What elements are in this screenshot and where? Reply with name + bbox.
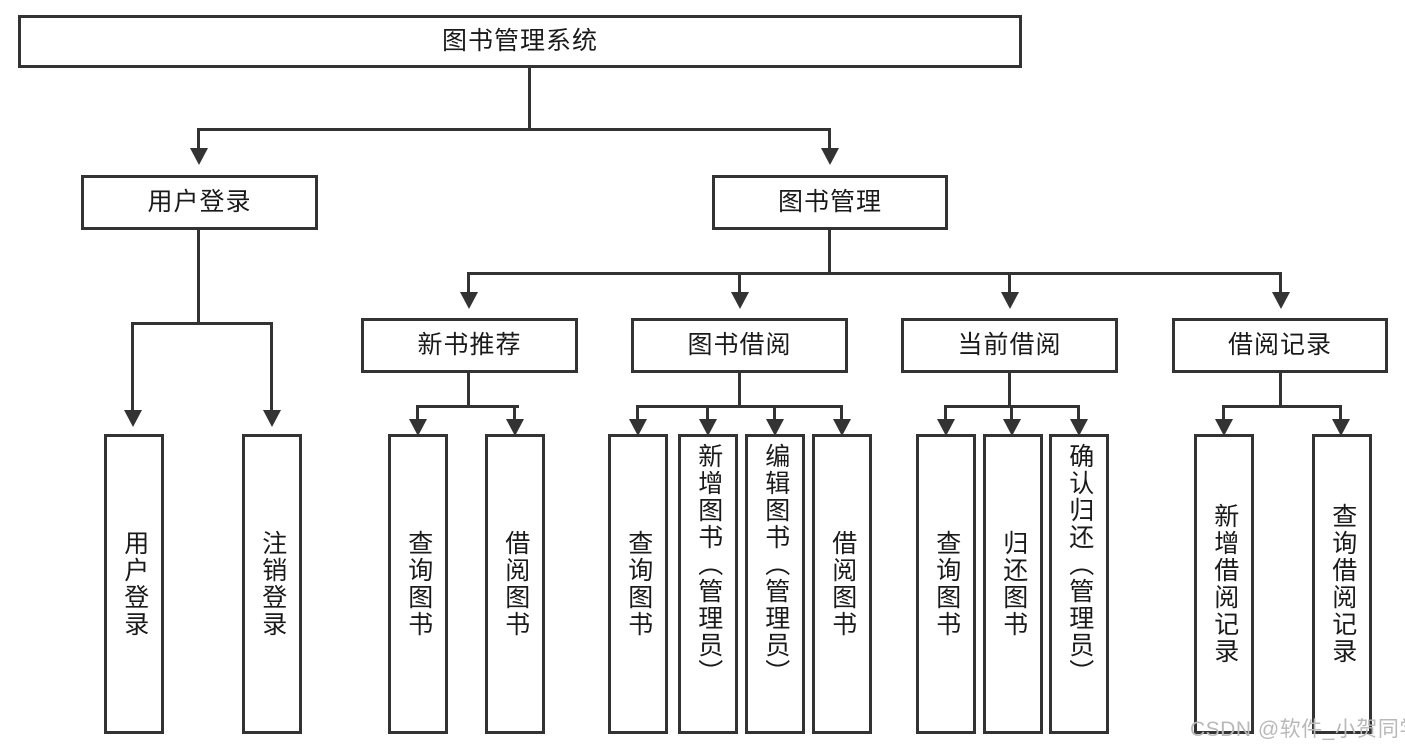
connector-borrow-bar (636, 405, 842, 408)
connector-recommend-stem (467, 373, 470, 405)
node-label: 查询图书 (932, 530, 961, 638)
node-label: 新增图书（管理员） (694, 443, 723, 686)
node-label: 借阅记录 (1227, 331, 1332, 359)
arrow-to-current-borrow (1001, 292, 1019, 309)
node-label: 查询图书 (624, 530, 653, 638)
connector-records-bar (1222, 405, 1341, 408)
node-book-management[interactable]: 图书管理 (712, 175, 948, 230)
connector-records-drop-2 (1339, 405, 1342, 419)
node-label: 图书借阅 (687, 331, 792, 359)
leaf-query-book-recommend[interactable]: 查询图书 (388, 434, 448, 734)
arrow-to-leaf-logout (263, 410, 281, 427)
connector-level3-drop-4 (1279, 272, 1282, 292)
node-label: 用户登录 (147, 188, 252, 216)
leaf-borrow-book-borrow[interactable]: 借阅图书 (812, 434, 872, 734)
connector-user-login-drop-1 (131, 322, 134, 410)
connector-recommend-drop-2 (513, 405, 516, 419)
connector-borrow-drop-2 (706, 405, 709, 419)
arrow-to-leaf-edit-book (766, 419, 784, 436)
arrow-to-borrow-records (1272, 292, 1290, 309)
leaf-edit-book-admin[interactable]: 编辑图书（管理员） (745, 434, 805, 734)
leaf-user-login[interactable]: 用户登录 (104, 434, 164, 734)
node-label: 查询图书 (404, 530, 433, 638)
connector-root-drop-left (197, 128, 200, 148)
arrow-to-leaf-query-book-2 (629, 419, 647, 436)
node-current-borrow[interactable]: 当前借阅 (901, 318, 1118, 373)
node-label: 新增借阅记录 (1210, 503, 1239, 665)
arrow-to-leaf-borrow-book-2 (833, 419, 851, 436)
connector-root-stem (528, 68, 531, 128)
node-label: 借阅图书 (828, 530, 857, 638)
node-label: 归还图书 (999, 530, 1028, 638)
connector-current-drop-1 (944, 405, 947, 419)
connector-user-login-stem (197, 230, 200, 322)
connector-current-stem (1008, 373, 1011, 405)
node-book-borrow[interactable]: 图书借阅 (631, 318, 848, 373)
connector-borrow-drop-3 (773, 405, 776, 419)
connector-user-login-bar (131, 322, 273, 325)
leaf-add-book-admin[interactable]: 新增图书（管理员） (678, 434, 738, 734)
connector-borrow-drop-1 (636, 405, 639, 419)
arrow-to-leaf-query-book-3 (937, 419, 955, 436)
arrow-to-leaf-query-book-1 (409, 419, 427, 436)
connector-root-bar (197, 128, 831, 131)
arrow-to-leaf-query-record (1332, 419, 1350, 436)
arrow-to-leaf-confirm-return (1070, 419, 1088, 436)
connector-records-stem (1279, 373, 1282, 405)
arrow-to-leaf-return-book (1003, 419, 1021, 436)
arrow-to-leaf-user-login (124, 410, 142, 427)
connector-book-management-stem (828, 230, 831, 272)
node-label: 编辑图书（管理员） (761, 443, 790, 686)
arrow-to-new-book-recommend (460, 292, 478, 309)
node-label: 注销登录 (258, 530, 287, 638)
node-label: 用户登录 (120, 530, 149, 638)
connector-root-drop-right (828, 128, 831, 148)
node-borrow-records[interactable]: 借阅记录 (1172, 318, 1388, 373)
connector-records-drop-1 (1222, 405, 1225, 419)
leaf-return-book[interactable]: 归还图书 (983, 434, 1043, 734)
node-label: 新书推荐 (417, 331, 522, 359)
node-root-book-management-system[interactable]: 图书管理系统 (18, 15, 1022, 68)
node-new-book-recommend[interactable]: 新书推荐 (361, 318, 578, 373)
node-label: 借阅图书 (501, 530, 530, 638)
arrow-to-leaf-add-record (1215, 419, 1233, 436)
arrow-to-leaf-add-book (699, 419, 717, 436)
connector-level3-bar (467, 272, 1282, 275)
connector-borrow-stem (738, 373, 741, 405)
connector-current-drop-2 (1010, 405, 1013, 419)
node-label: 查询借阅记录 (1328, 503, 1357, 665)
node-label: 当前借阅 (957, 331, 1062, 359)
leaf-query-book-borrow[interactable]: 查询图书 (608, 434, 668, 734)
connector-recommend-drop-1 (416, 405, 419, 419)
connector-recommend-bar (416, 405, 519, 408)
leaf-logout[interactable]: 注销登录 (242, 434, 302, 734)
connector-current-drop-3 (1077, 405, 1080, 419)
leaf-confirm-return-admin[interactable]: 确认归还（管理员） (1049, 434, 1109, 734)
node-label: 图书管理 (777, 188, 882, 216)
node-label: 确认归还（管理员） (1065, 443, 1094, 686)
connector-level3-drop-1 (467, 272, 470, 292)
arrow-to-book-borrow (731, 292, 749, 309)
connector-level3-drop-3 (1008, 272, 1011, 292)
connector-borrow-drop-4 (840, 405, 843, 419)
node-user-login[interactable]: 用户登录 (81, 175, 318, 230)
leaf-query-borrow-record[interactable]: 查询借阅记录 (1312, 434, 1372, 734)
arrow-to-book-management (821, 148, 839, 165)
connector-user-login-drop-2 (270, 322, 273, 410)
leaf-add-borrow-record[interactable]: 新增借阅记录 (1194, 434, 1254, 734)
arrow-to-leaf-borrow-book-1 (506, 419, 524, 436)
node-label: 图书管理系统 (441, 27, 598, 55)
connector-level3-drop-2 (738, 272, 741, 292)
leaf-borrow-book-recommend[interactable]: 借阅图书 (485, 434, 545, 734)
leaf-query-book-current[interactable]: 查询图书 (916, 434, 976, 734)
csdn-watermark: CSDN @软件_小贺同学 (1190, 718, 1405, 741)
arrow-to-user-login (190, 148, 208, 165)
